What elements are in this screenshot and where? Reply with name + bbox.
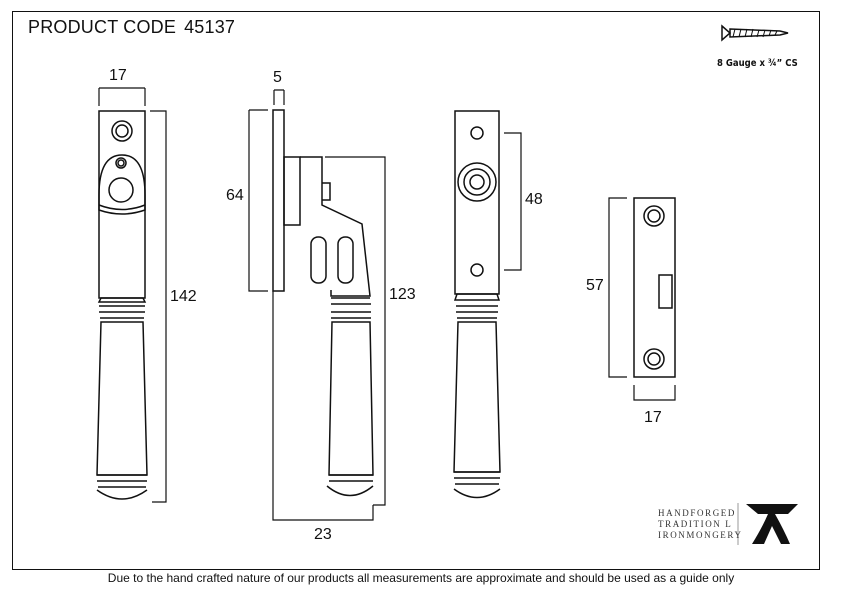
side-projection-dim: 23	[314, 526, 332, 543]
keep-view	[608, 197, 676, 401]
drawing-frame	[12, 11, 820, 570]
product-code: PRODUCT CODE 45137	[28, 17, 235, 38]
logo-line-2-suffix: L	[725, 519, 733, 529]
product-code-label: PRODUCT CODE	[28, 17, 177, 37]
screw-spec-label: 8 Gauge x ¾” CS	[717, 58, 798, 69]
back-view	[453, 110, 522, 499]
side-height-dim: 123	[389, 286, 416, 303]
product-code-number: 45137	[184, 17, 236, 37]
side-plate-height-dim: 64	[226, 187, 244, 204]
side-view	[248, 89, 386, 521]
logo-text: HANDFORGED TRADITION L IRONMONGERY	[658, 508, 743, 541]
anvil-logo	[737, 503, 798, 545]
back-hole-spacing-dim: 48	[525, 191, 543, 208]
disclaimer-footer: Due to the hand crafted nature of our pr…	[107, 571, 735, 585]
side-plate-dim: 5	[273, 69, 282, 86]
logo-line-3: IRONMONGERY	[658, 530, 743, 540]
front-width-dim: 17	[109, 67, 127, 84]
front-view	[96, 87, 167, 503]
keep-height-dim: 57	[586, 277, 604, 294]
logo-line-2: TRADITION	[658, 519, 722, 529]
front-height-dim: 142	[170, 288, 197, 305]
keep-width-dim: 17	[644, 409, 662, 426]
screw-icon	[721, 24, 789, 42]
logo-line-1: HANDFORGED	[658, 508, 737, 518]
